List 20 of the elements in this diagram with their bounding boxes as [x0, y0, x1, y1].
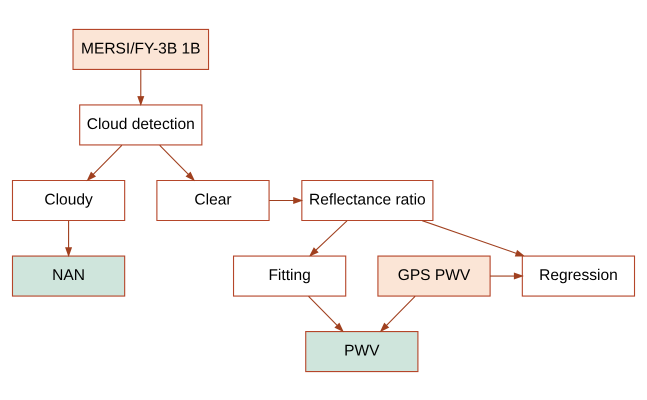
- arrow: [308, 220, 348, 256]
- arrow: [308, 296, 344, 332]
- arrow: [86, 144, 122, 181]
- node-box: Cloudy: [12, 179, 126, 221]
- arrow: [65, 220, 72, 257]
- arrow: [159, 144, 196, 181]
- node-box: Clear: [156, 179, 270, 221]
- node-box: Fitting: [232, 254, 346, 296]
- node-box: NAN: [12, 254, 126, 296]
- node-box: Regression: [522, 254, 636, 296]
- node-box: GPS PWV: [377, 254, 491, 296]
- node-box: Cloud detection: [79, 104, 202, 146]
- arrow: [137, 69, 144, 106]
- node-box: Reflectance ratio: [301, 179, 434, 221]
- node-box: PWV: [305, 330, 418, 372]
- node-box: MERSI/FY-3B 1B: [72, 28, 210, 70]
- arrow: [269, 196, 304, 204]
- arrow: [490, 272, 524, 280]
- arrow: [380, 296, 416, 332]
- arrow: [422, 220, 526, 256]
